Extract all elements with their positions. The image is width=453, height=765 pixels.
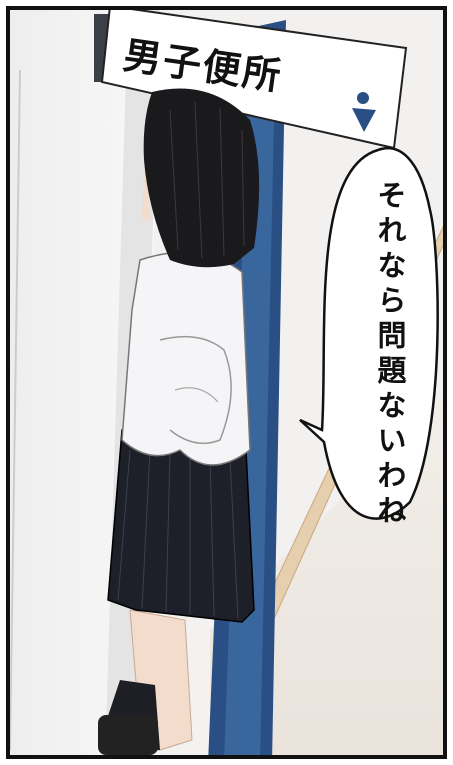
scene-illustration bbox=[10, 10, 443, 755]
manga-panel: 男子便所 それなら問題ないわね bbox=[6, 6, 447, 759]
girl-figure bbox=[98, 88, 260, 755]
speech-text: それなら問題ないわね bbox=[373, 180, 407, 530]
speech-bubble bbox=[299, 147, 439, 520]
male-restroom-icon bbox=[352, 92, 376, 132]
